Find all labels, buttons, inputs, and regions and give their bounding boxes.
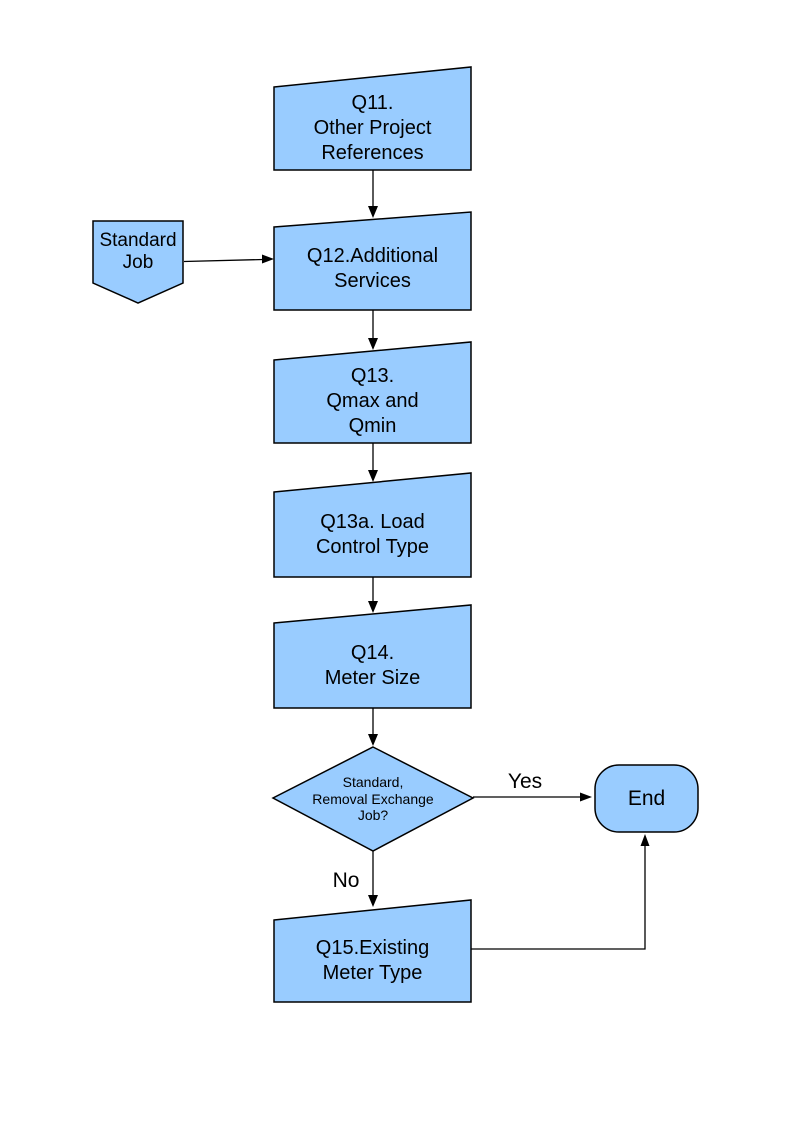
edge-label-no: No bbox=[332, 869, 360, 892]
connector-q13a-to-q14 bbox=[368, 577, 378, 613]
node-decision-label: Standard, Removal Exchange Job? bbox=[312, 774, 434, 824]
connector-q14-to-decision bbox=[368, 708, 378, 746]
node-q15-label: Q15.Existing Meter Type bbox=[315, 937, 430, 984]
node-q12-shape bbox=[273, 211, 472, 311]
node-q11-label: Q11. Other Project References bbox=[313, 92, 432, 164]
edge-label-yes: Yes bbox=[507, 770, 543, 793]
node-end-shape bbox=[594, 764, 699, 833]
node-standard-job-shape bbox=[92, 220, 184, 304]
node-q11-shape bbox=[273, 66, 472, 171]
node-q13a-shape bbox=[273, 472, 472, 578]
node-q14-shape bbox=[273, 604, 472, 709]
node-q12-label: Q12.Additional Services bbox=[306, 244, 439, 292]
connector-decision-to-end-yes bbox=[473, 792, 592, 802]
node-q15-shape bbox=[273, 899, 472, 1003]
connector-standardjob-to-q12 bbox=[183, 254, 274, 264]
node-q14-label: Q14. Meter Size bbox=[324, 641, 421, 689]
node-decision-shape bbox=[271, 746, 475, 852]
connector-decision-to-q15-no bbox=[368, 851, 378, 907]
connector-q15-to-end bbox=[471, 834, 650, 950]
node-q13-label: Q13. Qmax and Qmin bbox=[326, 365, 419, 437]
connector-q12-to-q13 bbox=[368, 310, 378, 350]
node-q13-shape bbox=[273, 341, 472, 444]
node-standard-job-label: Standard Job bbox=[99, 230, 177, 273]
connector-q11-to-q12 bbox=[368, 170, 378, 218]
node-end-label: End bbox=[627, 786, 666, 810]
node-q13a-label: Q13a. Load Control Type bbox=[315, 510, 430, 558]
connector-q13-to-q13a bbox=[368, 443, 378, 482]
